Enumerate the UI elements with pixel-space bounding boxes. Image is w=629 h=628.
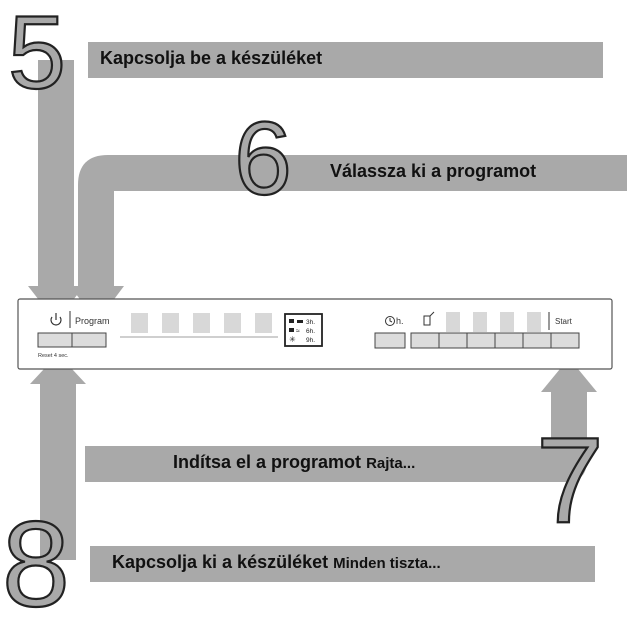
option-button-2[interactable] xyxy=(438,332,468,349)
status-indicators: ≈ ✳ 3h. 6h. 9h. xyxy=(289,319,315,344)
step7-number: 7 xyxy=(536,412,604,548)
step8-text: Kapcsolja ki a készüléket xyxy=(112,552,329,572)
step6-bar xyxy=(238,155,627,191)
water-icon: ≈ xyxy=(296,328,300,335)
step7-path xyxy=(85,390,587,482)
step6-number: 6 xyxy=(234,101,292,217)
step7-caption: Indítsa el a programot Rajta... xyxy=(173,452,415,473)
step6-text: Válassza ki a programot xyxy=(330,161,537,181)
option-button-5[interactable] xyxy=(522,332,552,349)
hours-3: 3h. xyxy=(306,319,315,326)
power-button[interactable] xyxy=(37,332,73,348)
option-button-3[interactable] xyxy=(466,332,496,349)
start-button[interactable] xyxy=(550,332,580,349)
rinse-aid-icon xyxy=(297,320,303,323)
option-buttons xyxy=(410,332,580,349)
filter-icon xyxy=(289,328,294,332)
sun-icon: ✳ xyxy=(289,335,296,344)
program-segments xyxy=(131,313,272,333)
hours-6: 6h. xyxy=(306,328,315,335)
step6-path xyxy=(78,155,250,290)
step5-caption: Kapcsolja be a készüléket xyxy=(100,48,322,69)
step8-extra: Minden tiszta... xyxy=(333,555,441,572)
start-label: Start xyxy=(555,317,573,326)
step5-number: 5 xyxy=(8,0,66,111)
step8-number: 8 xyxy=(2,496,70,628)
option-button-4[interactable] xyxy=(494,332,524,349)
door-open-icon xyxy=(423,311,435,326)
step8-bar xyxy=(90,546,595,582)
salt-icon xyxy=(289,319,294,323)
program-button[interactable] xyxy=(71,332,107,348)
step7-extra: Rajta... xyxy=(366,455,416,472)
program-label: Program xyxy=(75,316,110,326)
step5-shaft xyxy=(38,60,74,290)
option-segments xyxy=(446,312,541,332)
arrows xyxy=(28,42,627,582)
option-button-1[interactable] xyxy=(410,332,440,349)
hours-9: 9h. xyxy=(306,337,315,344)
step8-caption: Kapcsolja ki a készüléket Minden tiszta.… xyxy=(112,552,441,573)
step7-arrowhead xyxy=(541,358,597,392)
control-panel: Program Reset 4 sec. ≈ ✳ 3h. 6h. 9h. xyxy=(17,298,613,370)
step-numbers: 5 6 7 8 xyxy=(1,0,605,628)
power-icon xyxy=(50,313,62,326)
reset-label: Reset 4 sec. xyxy=(38,353,69,359)
step5-bar xyxy=(88,42,603,78)
clock-icon xyxy=(385,316,395,326)
step7-text: Indítsa el a programot xyxy=(173,452,362,472)
step5-text: Kapcsolja be a készüléket xyxy=(100,48,323,68)
step6-caption: Válassza ki a programot xyxy=(330,161,536,182)
delay-button[interactable] xyxy=(374,332,406,349)
step8-shaft xyxy=(40,380,76,560)
delay-label: h. xyxy=(396,316,404,326)
